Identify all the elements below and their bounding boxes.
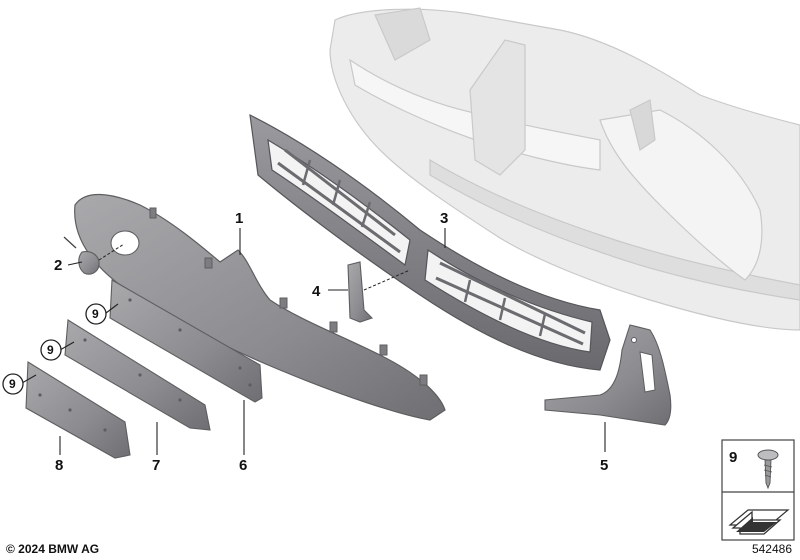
bumper-background: [329, 7, 800, 331]
part-callouts: 1 2 3 4 5 6 7 8: [54, 210, 608, 474]
direction-arrow-icon: [728, 509, 790, 535]
callout-1: 1: [235, 210, 243, 227]
callout-7: 7: [152, 457, 160, 474]
lower-grille-part-3: [249, 113, 611, 371]
callout-6: 6: [239, 457, 247, 474]
circle-callout-9-b: 9: [47, 343, 54, 357]
license-plate-base-part-7: [64, 319, 211, 431]
legend-box: 9: [721, 439, 795, 541]
callout-3: 3: [440, 210, 448, 227]
circle-callout-9-c: 9: [9, 377, 16, 391]
copyright-text: © 2024 BMW AG: [6, 542, 100, 556]
license-plate-base-part-6: [109, 279, 263, 403]
diagram-number: 542486: [751, 542, 792, 556]
bracket-part-4: [347, 261, 374, 323]
callout-5: 5: [600, 457, 608, 474]
license-plate-base-part-8: [25, 361, 131, 459]
leader-lines: [21, 228, 606, 455]
screw-icon: [757, 449, 779, 490]
legend-part-number: 9: [729, 449, 737, 466]
circled-callouts: 9 9 9: [2, 303, 107, 395]
side-bracket-part-5: [544, 324, 672, 426]
callout-2: 2: [54, 257, 62, 274]
circle-callout-9-a: 9: [92, 307, 99, 321]
callout-4: 4: [312, 283, 321, 300]
callout-8: 8: [55, 457, 63, 474]
